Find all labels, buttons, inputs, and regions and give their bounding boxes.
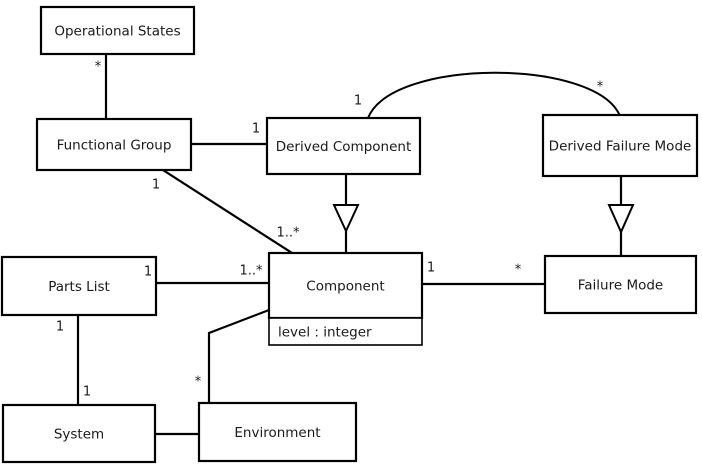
class-name-derived-failure-mode: Derived Failure Mode (549, 139, 692, 155)
class-box-functional-group[interactable]: Functional Group (35, 117, 193, 172)
class-box-environment[interactable]: Environment (197, 401, 358, 463)
class-box-frame-system (1, 403, 157, 464)
class-name-parts-list: Parts List (48, 279, 110, 295)
multiplicity-m-comp-fm-far: * (515, 263, 522, 278)
multiplicity-m-fg-dc: 1 (252, 122, 260, 137)
class-box-failure-mode[interactable]: Failure Mode (543, 254, 698, 315)
multiplicity-m-os-fg: * (95, 60, 102, 75)
class-box-frame-parts-list (0, 255, 158, 317)
class-box-derived-component[interactable]: Derived Component (265, 116, 422, 176)
multiplicity-m-fg-comp-near: 1 (152, 178, 160, 193)
multiplicity-m-pl-comp-far: 1..* (239, 264, 263, 279)
class-box-derived-failure-mode[interactable]: Derived Failure Mode (541, 113, 699, 178)
multiplicity-m-dc-dfm-far: * (597, 80, 604, 95)
generalization-arrowhead-derived-failure-mode-to-failure-mode (607, 204, 635, 235)
class-box-frame-functional-group (35, 117, 193, 172)
association-functional-group-component (161, 168, 294, 255)
class-box-frame-environment (197, 401, 358, 463)
generalization-layer (332, 174, 635, 256)
class-box-parts-list[interactable]: Parts List (0, 255, 158, 317)
class-attribute-component-0: level : integer (278, 325, 372, 341)
class-box-component[interactable]: Component level : integer (267, 251, 424, 346)
association-layer (76, 52, 621, 436)
class-name-system: System (54, 427, 104, 443)
class-name-functional-group: Functional Group (57, 138, 172, 154)
multiplicity-m-comp-fm-near: 1 (427, 261, 435, 276)
generalization-arrowhead-derived-component-to-component (332, 204, 360, 234)
class-box-frame-derived-component (265, 116, 422, 176)
class-box-frame-component (267, 251, 424, 320)
multiplicity-m-dc-dfm-near: 1 (354, 94, 362, 109)
multiplicity-m-pl-comp-near: 1 (144, 265, 152, 280)
class-box-frame-failure-mode (543, 254, 698, 315)
class-name-operational-states: Operational States (54, 24, 180, 40)
class-name-failure-mode: Failure Mode (578, 278, 664, 294)
class-box-system[interactable]: System (1, 403, 157, 464)
multiplicity-m-comp-env: * (195, 375, 202, 390)
multiplicity-label-layer: * 1 1 1..* 1 1..* 1 1 * 1 * 1 * (56, 60, 604, 400)
multiplicity-m-pl-sys-top: 1 (56, 320, 64, 335)
association-derived-component-derived-failure-mode (367, 71, 621, 119)
class-box-frame-derived-failure-mode (541, 113, 699, 178)
multiplicity-m-pl-sys-bottom: 1 (83, 385, 91, 400)
class-box-frame-operational-states (39, 5, 196, 56)
class-name-derived-component: Derived Component (276, 139, 412, 155)
class-name-component: Component (306, 279, 384, 295)
association-component-environment (207, 308, 271, 405)
multiplicity-m-fg-comp-far: 1..* (276, 226, 300, 241)
class-box-operational-states[interactable]: Operational States (39, 5, 196, 56)
class-name-environment: Environment (234, 425, 320, 441)
attribute-compartment-component (268, 317, 423, 346)
